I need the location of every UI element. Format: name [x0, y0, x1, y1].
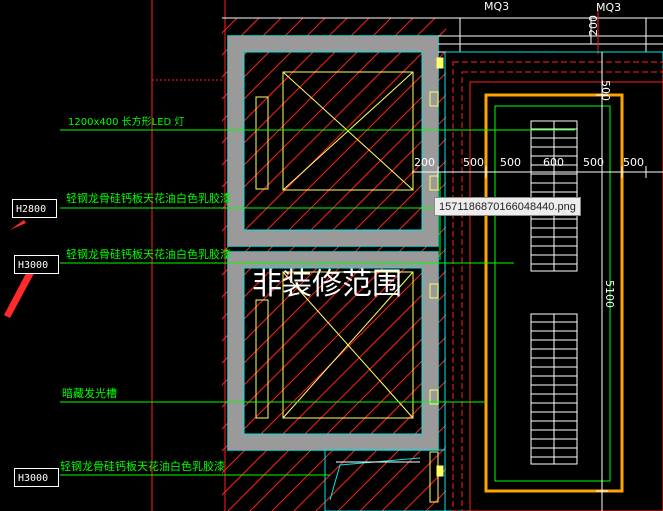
top-vertical-dim: 200	[587, 15, 600, 36]
label-led-light: 1200x400 长方形LED 灯	[68, 115, 184, 128]
dim-500-b: 500	[500, 156, 521, 169]
hatch-line	[646, 18, 663, 511]
led-panel-upper	[530, 120, 578, 272]
door-hinges	[429, 57, 444, 477]
hatch-line	[222, 18, 436, 232]
dimension-line-horizontal	[412, 166, 663, 178]
hatch-line	[222, 270, 446, 496]
highlight-box[interactable]	[484, 93, 624, 493]
led-panel-lower	[530, 313, 578, 465]
dim-vertical-500: 500	[599, 80, 612, 101]
non-decor-area-text: 非装修范围	[252, 267, 402, 302]
height-tag-h2800: H2800	[12, 199, 57, 218]
hatch-line	[222, 18, 392, 188]
dim-vertical-5100: 5100	[603, 280, 616, 308]
leader-lines	[60, 129, 575, 476]
height-tag-h3000-b: H3000	[14, 468, 59, 487]
hatch-line	[624, 18, 663, 511]
dim-500-d: 500	[623, 156, 644, 169]
hatch-line	[222, 18, 370, 166]
hatch-line	[293, 358, 446, 511]
filename-tooltip: 1571186870166048440.png	[434, 197, 581, 216]
ceiling-region-frames	[444, 51, 663, 511]
elevator-shaft-upper	[227, 35, 439, 247]
hatch-line	[222, 18, 348, 144]
dim-500-c: 500	[583, 156, 604, 169]
label-ceiling-1: 轻钢龙骨硅钙板天花油白色乳胶漆	[66, 191, 231, 205]
door-label-left: MQ3	[484, 0, 509, 13]
height-tag-h3000-a: H3000	[14, 255, 59, 274]
hatch-line	[227, 292, 446, 511]
dim-200: 200	[414, 156, 435, 169]
door-label-right: MQ3	[596, 1, 621, 14]
hatch-line	[271, 336, 446, 511]
label-light-trough: 暗藏发光槽	[62, 386, 117, 400]
lower-wall-detail	[324, 449, 446, 511]
dimension-line-vertical	[596, 52, 608, 511]
red-guide-lines	[151, 0, 226, 511]
height-tag-arrows	[4, 220, 38, 318]
hatch-line	[249, 314, 446, 511]
label-ceiling-3: 轻钢龙骨硅钙板天花油白色乳胶漆	[60, 459, 225, 473]
dim-500-a: 500	[463, 156, 484, 169]
label-ceiling-2: 轻钢龙骨硅钙板天花油白色乳胶漆	[66, 247, 231, 261]
hatch-line	[222, 28, 446, 254]
hatch-line	[222, 18, 414, 210]
hatch-line	[337, 402, 446, 511]
dim-600: 600	[543, 156, 564, 169]
hatch-line	[315, 380, 446, 511]
trough-inner-frame	[494, 105, 611, 482]
hatch-line	[359, 424, 446, 511]
